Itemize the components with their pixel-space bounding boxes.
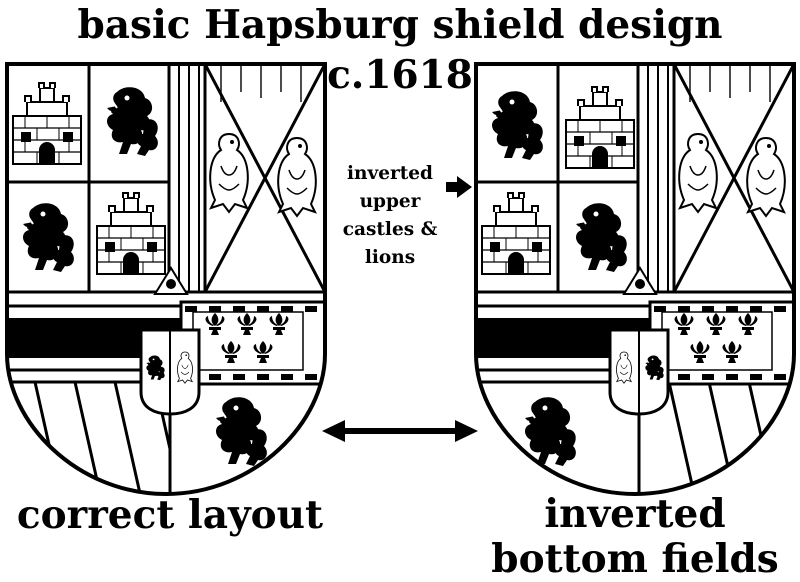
caption-inverted-line1: inverted (544, 491, 726, 537)
annotation-inverted-note: inverted upper castles & lions (330, 160, 450, 272)
double-arrow-icon (322, 420, 478, 442)
annotation-line: upper (359, 191, 421, 212)
shield-inverted-layout (474, 62, 796, 497)
annotation-line: castles & (342, 219, 438, 240)
annotation-line: inverted (347, 163, 433, 184)
figure-title: basic Hapsburg shield design (77, 2, 723, 48)
caption-inverted-line2: bottom fields (491, 536, 779, 582)
annotation-line: lions (364, 247, 416, 268)
shield-correct-layout (5, 62, 327, 497)
caption-correct-layout: correct layout (16, 492, 324, 538)
figure-subtitle: c.1618 (327, 52, 473, 98)
right-arrow-icon (446, 176, 472, 198)
